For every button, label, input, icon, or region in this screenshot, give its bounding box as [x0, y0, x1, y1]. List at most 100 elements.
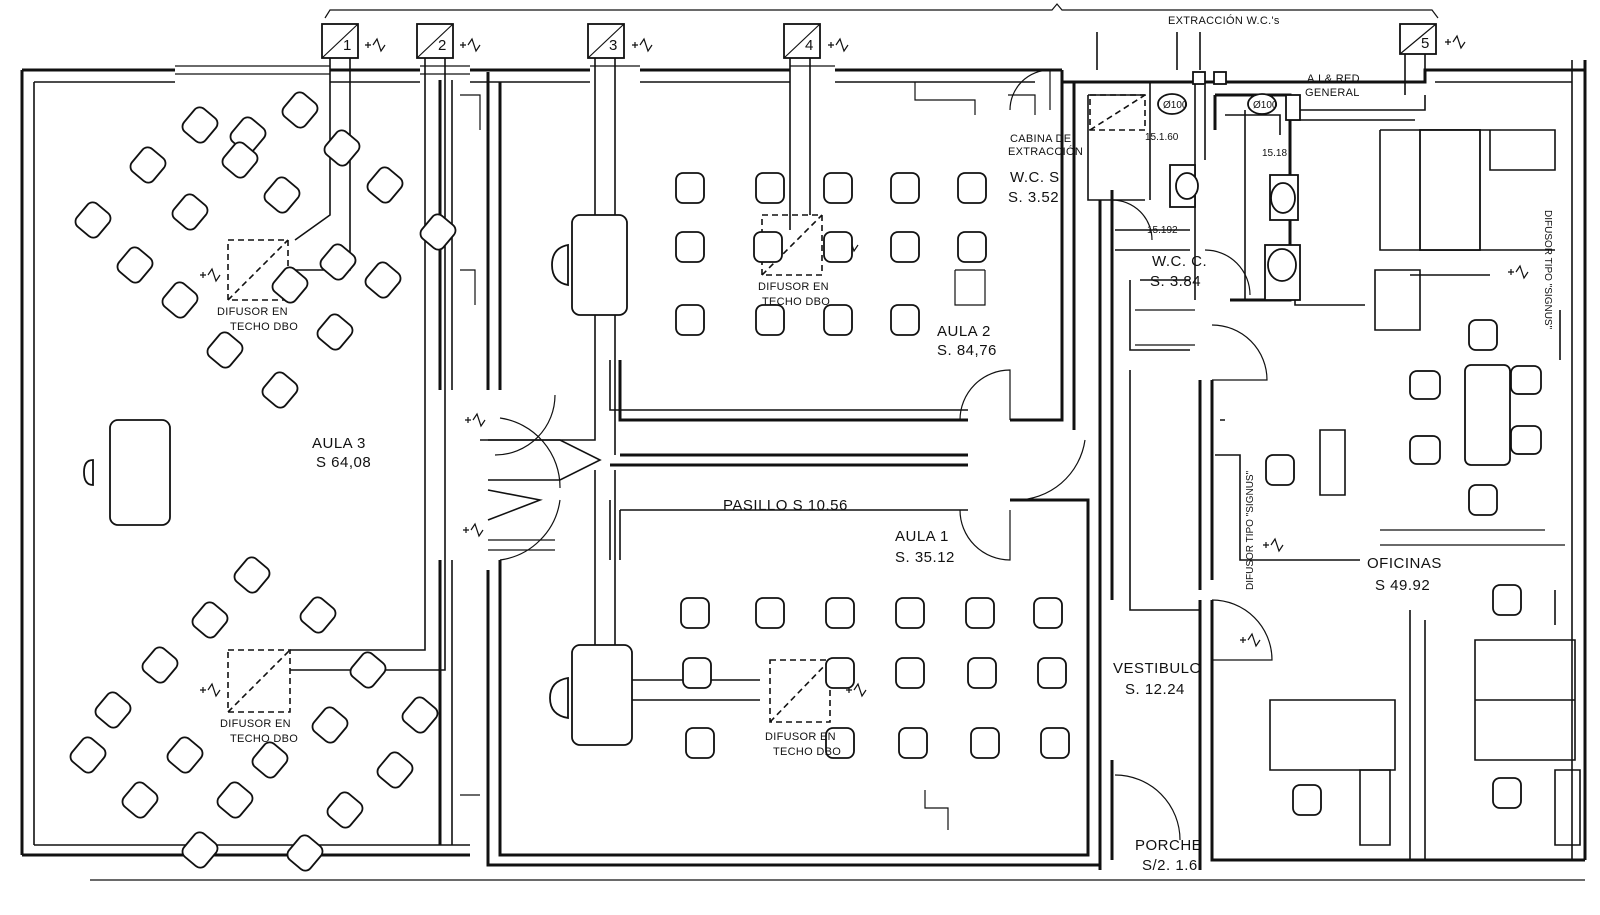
chair-icon [129, 146, 167, 184]
aula2-name: AULA 2 [937, 323, 991, 340]
chair-icon [890, 304, 920, 336]
thermostat-icon [200, 267, 221, 283]
chair-icon [551, 243, 569, 287]
desk-icon [109, 419, 171, 526]
thermostat-icon [828, 37, 849, 53]
toilet-icon [1192, 71, 1206, 85]
chair-icon [94, 691, 132, 729]
aula1-walls [486, 453, 1100, 867]
chair-icon [316, 313, 354, 351]
aula2-walls [486, 72, 1076, 430]
desks [83, 129, 1511, 746]
fan-icon [1157, 93, 1187, 115]
aula2-area: S. 84,76 [937, 342, 997, 359]
chair-icon [1510, 365, 1542, 395]
chair-icon [825, 727, 855, 759]
chair-icon [675, 172, 705, 204]
vertical-notes: DIFUSOR TIPO "SIGNUS" DIFUSOR TIPO "SIGN… [1245, 210, 1553, 590]
chair-icon [191, 601, 229, 639]
aula3-name: AULA 3 [312, 435, 366, 452]
chair-icon [755, 304, 785, 336]
chair-icon [680, 597, 710, 629]
chair-icon [166, 736, 204, 774]
top-bracket [324, 3, 1439, 19]
chair-icon [1409, 370, 1441, 400]
aula1-area: S. 35.12 [895, 549, 955, 566]
door-swing-icon [1211, 324, 1268, 381]
unit-number: 1 [343, 37, 351, 54]
chair-icon [755, 597, 785, 629]
unit-box-3: 3 [587, 23, 625, 59]
aula1-name: AULA 1 [895, 528, 949, 545]
chair-icon [319, 243, 357, 281]
chair-icon [121, 781, 159, 819]
extraction-title: EXTRACCIÓN W.C.'s [1168, 14, 1280, 27]
chair-icon [233, 556, 271, 594]
chair-icon [1033, 597, 1063, 629]
chair-icon [682, 657, 712, 689]
unit-number: 4 [805, 37, 813, 54]
chair-icon [753, 231, 783, 263]
wcc-area: S. 3.84 [1150, 273, 1201, 290]
chair-icon [281, 91, 319, 129]
diffuser-label-line1: DIFUSOR EN [217, 306, 288, 318]
vestibulo-walls [1098, 190, 1585, 870]
toilet-icon [1213, 71, 1227, 85]
pasillo-label: PASILLO S 10.56 [723, 497, 848, 514]
chair-icon [957, 172, 987, 204]
chair-icon [1492, 777, 1522, 809]
ducts [290, 32, 1426, 701]
unit-box-2: 2 [416, 23, 454, 59]
unit-number: 5 [1421, 35, 1429, 52]
ai-red-line2: GENERAL [1305, 87, 1360, 99]
chair-icon [349, 651, 387, 689]
diffuser-label-line2: TECHO DBO [230, 733, 298, 745]
chair-icon [419, 213, 457, 251]
wcs-area: S. 3.52 [1008, 189, 1059, 206]
unit-number: 3 [609, 37, 617, 54]
chair-icon [675, 304, 705, 336]
unit-box-1: 1 [321, 23, 359, 59]
chair-icon [1510, 425, 1542, 455]
chair-icon [895, 597, 925, 629]
ventilation-units: 1 2 3 4 5 [321, 23, 1437, 59]
thermostat-icon [1263, 537, 1284, 553]
cabina-line1: CABINA DE [1010, 133, 1071, 145]
chair-icon [74, 201, 112, 239]
diffuser-label-line2: TECHO DBO [230, 321, 298, 333]
thermostat-icon [1508, 264, 1529, 280]
thermostat-icon [465, 412, 486, 428]
oficinas-area: S 49.92 [1375, 577, 1430, 594]
chair-icon [299, 596, 337, 634]
door-swing-icon [494, 394, 556, 456]
chair-icon [1040, 727, 1070, 759]
chair-icon [755, 172, 785, 204]
chair-icon [1468, 484, 1498, 516]
cabina-line2: EXTRACCIÓN [1008, 145, 1083, 158]
door-swing-icon [1009, 69, 1051, 111]
porche-name: PORCHE [1135, 837, 1202, 854]
chair-icon [890, 172, 920, 204]
fan-icon [1247, 93, 1277, 115]
thermostats [200, 34, 1529, 698]
toilet-icon [1267, 248, 1297, 282]
thermostat-icon [463, 522, 484, 538]
chair-icon [116, 246, 154, 284]
chair-icon [1409, 435, 1441, 465]
vestibulo-area: S. 12.24 [1125, 681, 1185, 698]
vertical-note-middle: DIFUSOR TIPO "SIGNUS" [1245, 470, 1256, 590]
vestibulo-name: VESTIBULO [1113, 660, 1202, 677]
door-swing-icon [499, 417, 561, 561]
chair-icon [1265, 454, 1295, 486]
unit-number: 2 [438, 37, 446, 54]
chair-icon [823, 304, 853, 336]
chair-icon [1492, 584, 1522, 616]
sink-icon [1175, 172, 1199, 200]
diffuser-label-line1: DIFUSOR EN [765, 731, 836, 743]
chair-icon [181, 106, 219, 144]
chair-icon [251, 741, 289, 779]
thermostat-icon [200, 682, 221, 698]
unit-box-5: 5 [1399, 23, 1437, 55]
chair-icon [366, 166, 404, 204]
vertical-note-right: DIFUSOR TIPO "SIGNUS" [1542, 210, 1553, 330]
